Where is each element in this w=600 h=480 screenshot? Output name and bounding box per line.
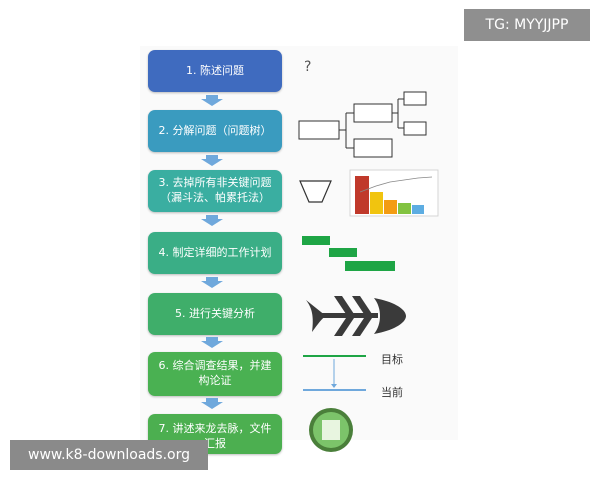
target-label: 目标 bbox=[381, 353, 403, 366]
watermark-bottom: www.k8-downloads.org bbox=[10, 440, 208, 470]
step-1-label: 1. 陈述问题 bbox=[186, 63, 244, 77]
down-arrow bbox=[201, 95, 223, 106]
gap-diagram-icon bbox=[303, 355, 366, 391]
step-2-label: 2. 分解问题（问题树） bbox=[158, 123, 272, 137]
step-2-decompose: 2. 分解问题（问题树） bbox=[148, 110, 282, 152]
step-4-workplan: 4. 制定详细的工作计划 bbox=[148, 232, 282, 274]
step-3-filter: 3. 去掉所有非关键问题 （漏斗法、帕累托法） bbox=[148, 170, 282, 212]
step-5-analysis: 5. 进行关键分析 bbox=[148, 293, 282, 335]
down-arrow bbox=[201, 337, 223, 348]
step-6-synthesize: 6. 综合调查结果，并建 构论证 bbox=[148, 352, 282, 396]
step-5-label: 5. 进行关键分析 bbox=[175, 306, 255, 320]
down-arrow bbox=[201, 277, 223, 288]
question-mark: ? bbox=[304, 59, 312, 75]
fishbone-icon bbox=[306, 296, 406, 336]
down-arrow bbox=[201, 398, 223, 409]
document-icon bbox=[309, 408, 353, 452]
pareto-chart-icon bbox=[349, 169, 439, 217]
step-3-label: 3. 去掉所有非关键问题 （漏斗法、帕累托法） bbox=[158, 176, 272, 204]
step-4-label: 4. 制定详细的工作计划 bbox=[158, 245, 272, 259]
down-arrow bbox=[201, 155, 223, 166]
step-1-state-problem: 1. 陈述问题 bbox=[148, 50, 282, 92]
gantt-icon bbox=[302, 236, 395, 271]
watermark-top: TG: MYYJJPP bbox=[464, 9, 590, 41]
step-6-label: 6. 综合调查结果，并建 构论证 bbox=[158, 359, 272, 387]
step-7-label: 7. 讲述来龙去脉，文件 汇报 bbox=[158, 422, 272, 450]
issue-tree-icon bbox=[298, 91, 427, 158]
funnel-icon bbox=[299, 180, 332, 203]
step-7-report: 7. 讲述来龙去脉，文件 汇报 bbox=[148, 414, 282, 454]
current-label: 当前 bbox=[381, 386, 403, 399]
down-arrow bbox=[201, 215, 223, 226]
